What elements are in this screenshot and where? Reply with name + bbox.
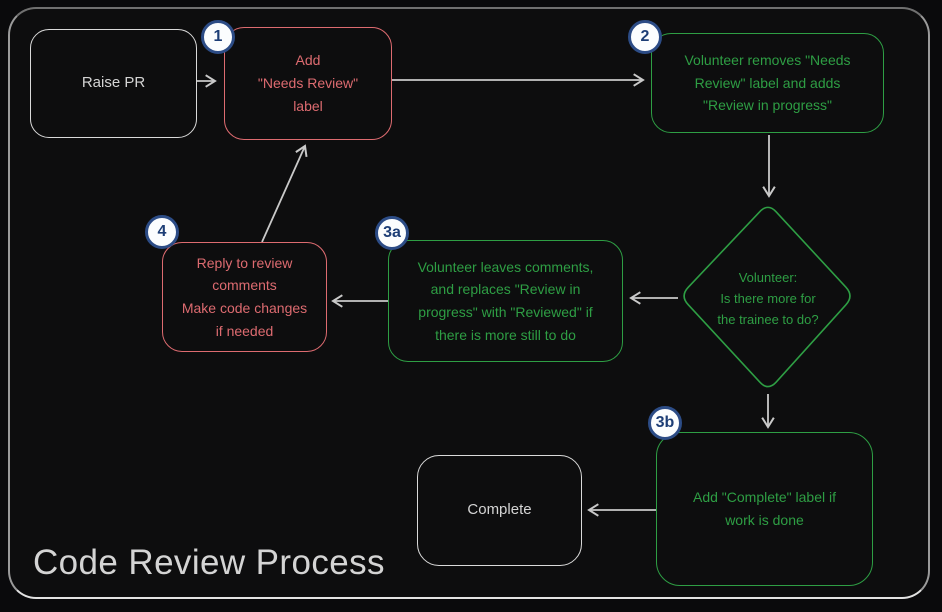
step-badge-1: 1 [201, 20, 235, 54]
node-volunteer-removes-text: Volunteer removes "Needs Review" label a… [684, 51, 851, 114]
node-raise-pr-label: Raise PR [81, 74, 146, 92]
node-add-complete-text: Add "Complete" label if work is done [692, 489, 836, 528]
diagram-title: Code Review Process [33, 543, 385, 582]
step-badge-4: 4 [145, 215, 179, 249]
node-complete-text: Complete [467, 501, 532, 519]
step-badge-3a: 3a [375, 216, 409, 250]
node-raise-pr: Raise PR [30, 29, 197, 138]
node-volunteer-leaves-comments: Volunteer leaves comments, and replaces … [388, 240, 623, 362]
node-reply-to-review-comments-text: Reply to review comments Make code chang… [181, 254, 308, 339]
node-add-needs-review-text: Add "Needs Review" label [257, 52, 359, 114]
node-decision-label: Volunteer: Is there more for the trainee… [717, 270, 819, 327]
node-add-complete-label: Add "Complete" label if work is done [656, 432, 873, 586]
step-badge-2: 2 [628, 20, 662, 54]
node-add-needs-review-label: Add "Needs Review" label [224, 27, 392, 140]
node-volunteer-leaves-comments-text: Volunteer leaves comments, and replaces … [417, 258, 594, 343]
node-volunteer-removes-label: Volunteer removes "Needs Review" label a… [651, 33, 884, 133]
node-complete: Complete [417, 455, 582, 566]
node-reply-to-review-comments: Reply to review comments Make code chang… [162, 242, 327, 352]
step-badge-3b: 3b [648, 406, 682, 440]
